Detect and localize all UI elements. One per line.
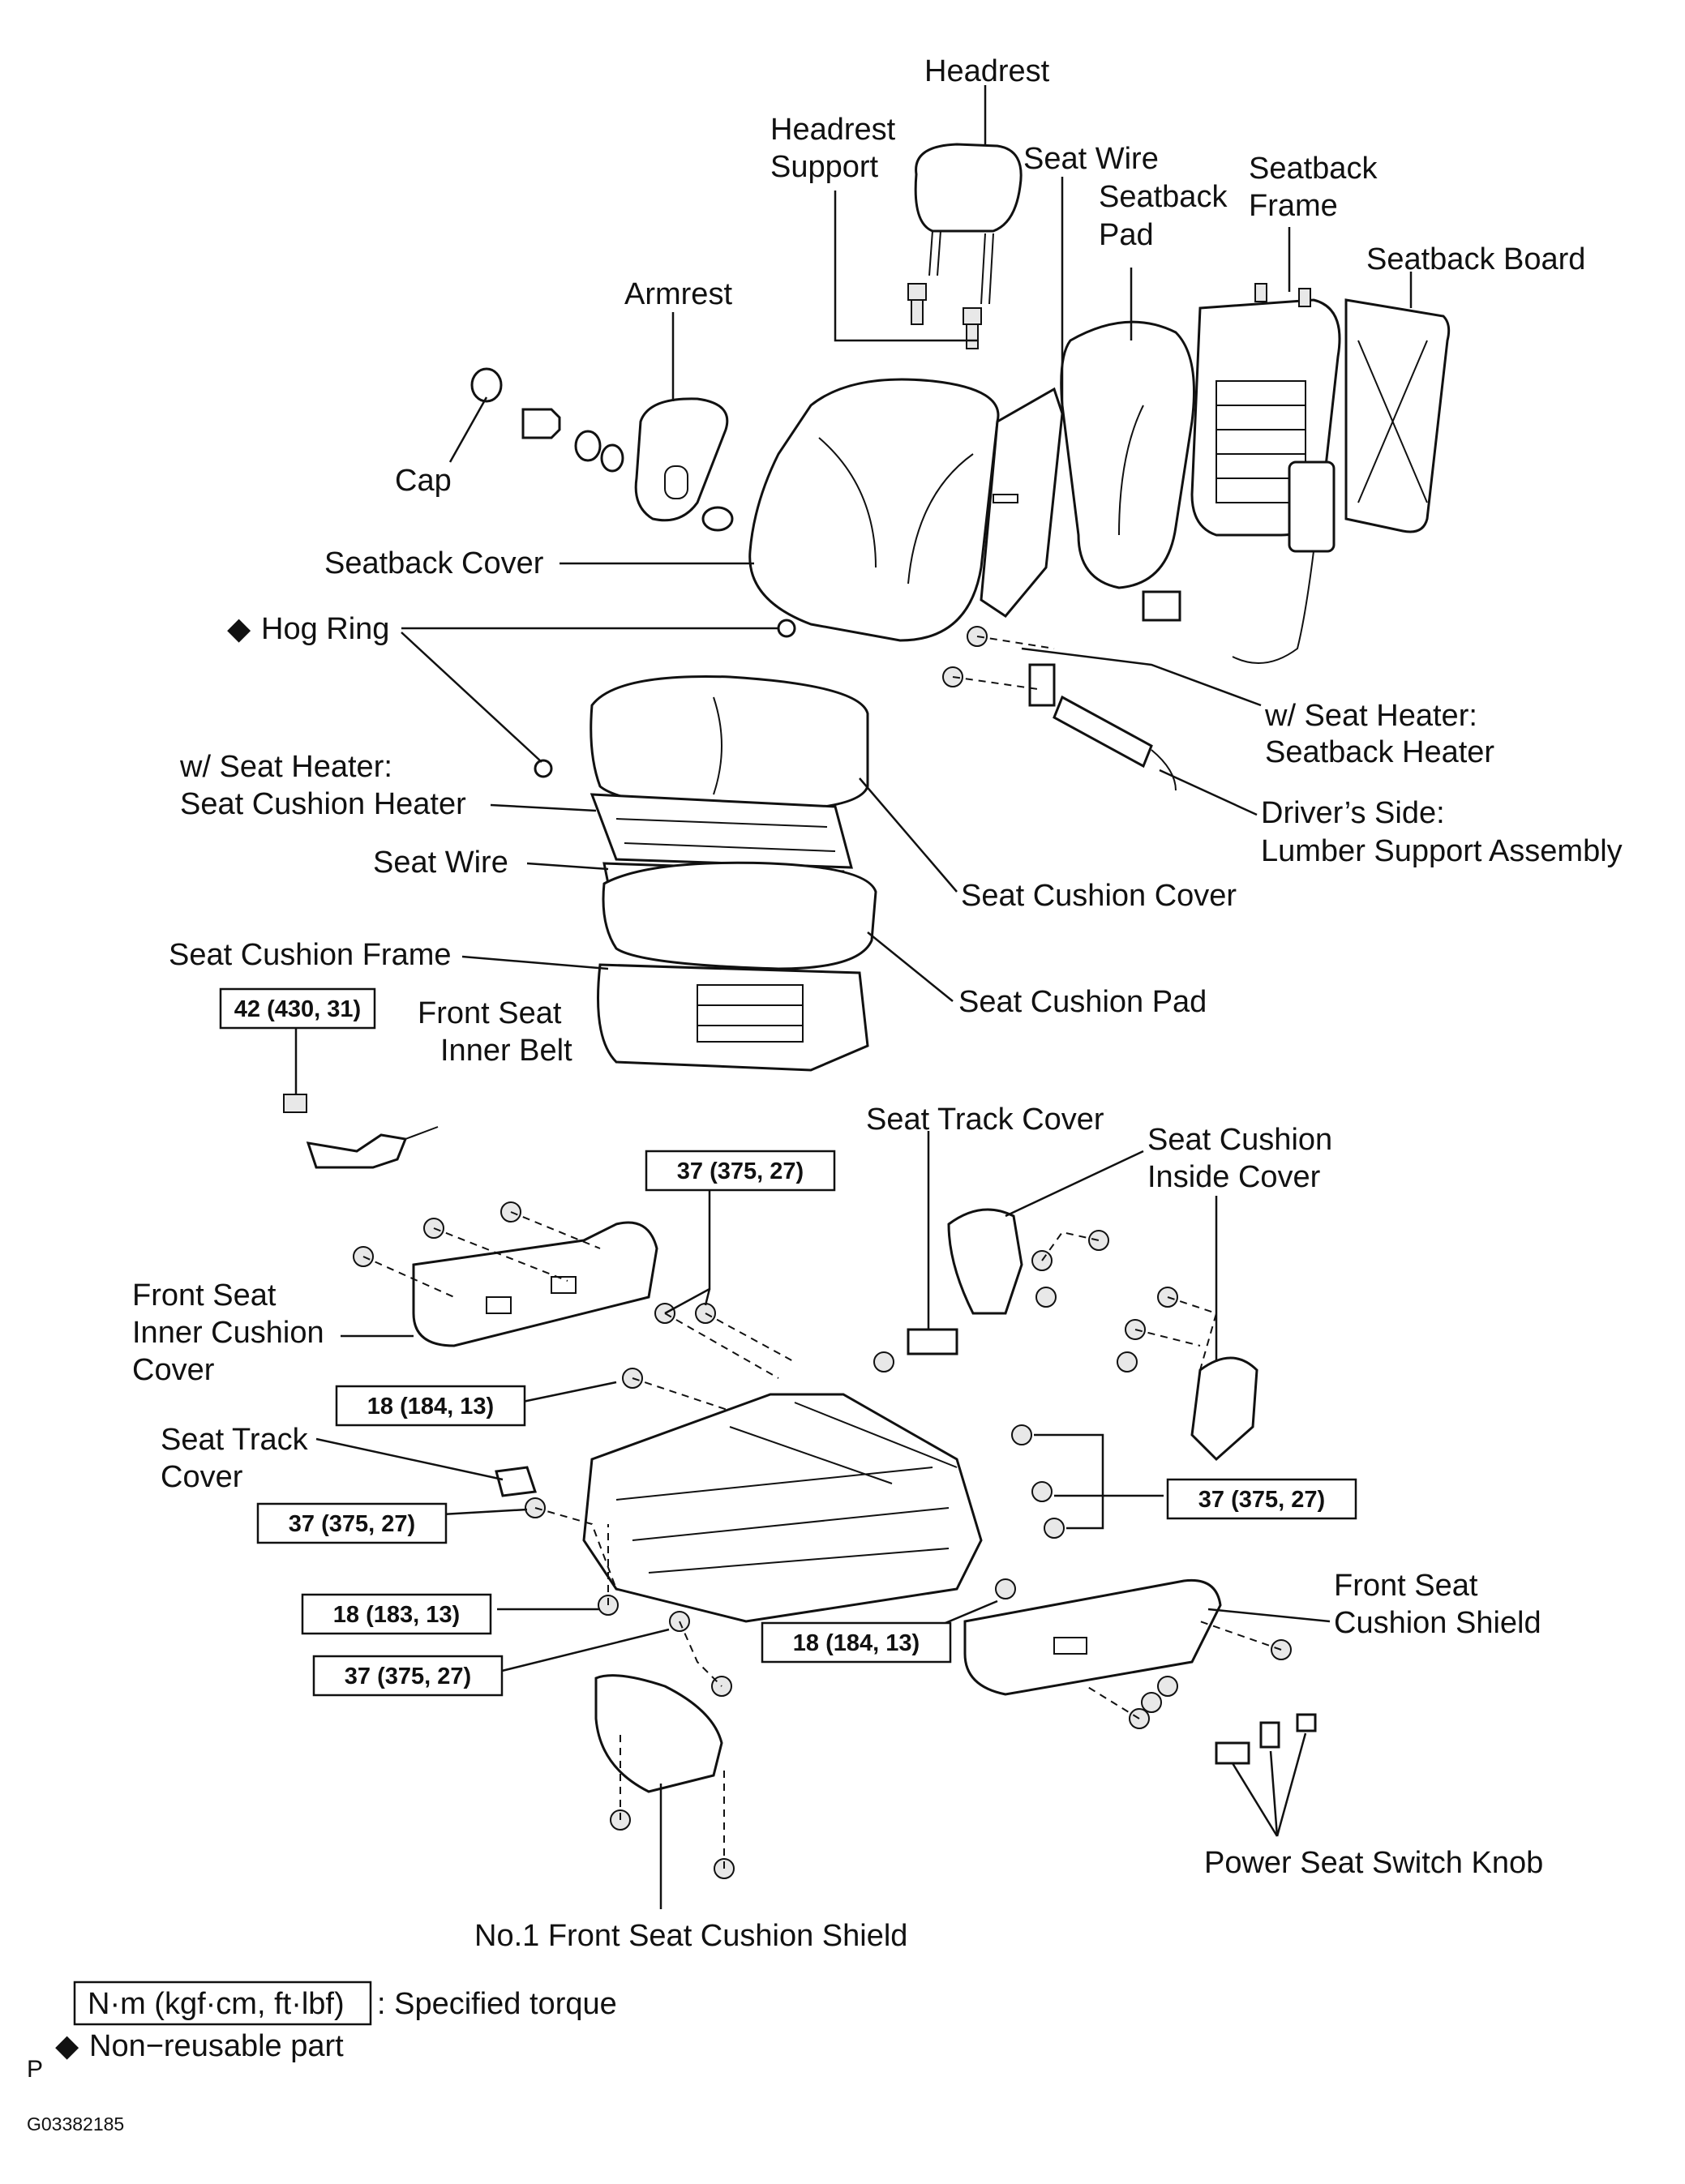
label-seat-cushion-frame: Seat Cushion Frame [169,938,452,972]
label-lumber-2: Lumber Support Assembly [1261,834,1623,868]
inner-cushion-cover-part [412,1221,658,1347]
label-no1-shield: No.1 Front Seat Cushion Shield [474,1919,907,1953]
no1-cushion-shield-part [594,1674,723,1793]
part-labels: Headrest Headrest Support Seat Wire Seat… [132,54,1623,1953]
front-seat-cushion-shield-part [963,1578,1222,1696]
torque-18-184-b: 18 (184, 13) [793,1630,920,1656]
cap-part [470,367,734,532]
label-cushion-shield-1: Front Seat [1334,1569,1478,1603]
label-lumber-1: Driver’s Side: [1261,796,1445,830]
label-track-cover-top: Seat Track Cover [866,1103,1104,1137]
hog-ring-part [534,619,796,778]
label-inner-cushion-cover-1: Front Seat [132,1278,277,1313]
label-track-cover-left-2: Cover [161,1460,243,1494]
legend-unit-box: N·m (kgf·cm, ft·lbf) [88,1987,345,2021]
footer-p-mark: P [27,2056,43,2083]
power-seat-switch-knob-part [1215,1713,1317,1765]
seat-cushion-frame-part [597,963,869,1072]
seat-cushion-inside-cover-part [947,1208,1258,1462]
label-seatback-pad-2: Pad [1099,218,1154,252]
label-inside-cover-2: Inside Cover [1147,1160,1321,1194]
lumbar-support-part [1028,663,1177,791]
seatback-cover-part [748,378,1000,642]
seat-wire-back-part [980,387,1064,618]
seat-cushion-heater-part [590,793,853,869]
legend-unit-desc: : Specified torque [377,1987,617,2021]
legend: N·m (kgf·cm, ft·lbf) : Specified torque … [55,1981,617,2063]
label-hog-ring-symbol: ◆ [227,612,251,646]
label-cushion-heater-2: Seat Cushion Heater [180,787,466,821]
seat-track-assembly-part [582,1393,983,1623]
label-cap: Cap [395,464,452,498]
headrest-part [914,143,1023,305]
label-cushion-heater-1: w/ Seat Heater: [179,750,392,784]
torque-37-bottom: 37 (375, 27) [345,1664,471,1689]
label-seatback-frame-2: Frame [1249,189,1338,223]
footer: P G03382185 [27,2056,124,2135]
torque-18-183: 18 (183, 13) [333,1602,460,1628]
label-inner-belt-2: Inner Belt [440,1034,572,1068]
torque-18-184-a: 18 (184, 13) [367,1394,494,1420]
seatback-heater-part [1142,460,1336,664]
torque-37-left: 37 (375, 27) [289,1511,415,1537]
figure-code: G03382185 [27,2113,124,2135]
label-headrest-support-2: Support [770,150,879,184]
label-switch-knob: Power Seat Switch Knob [1204,1846,1543,1880]
front-seat-inner-belt-part [283,1094,439,1169]
label-seatback-heater-2: Seatback Heater [1265,735,1494,769]
leader-lines [294,85,1413,1909]
label-seatback-frame-1: Seatback [1249,152,1378,186]
label-headrest-support-1: Headrest [770,113,896,147]
assembly-lines [362,636,1282,1869]
bolts [353,626,1292,1879]
label-seatback-pad-1: Seatback [1099,180,1228,214]
label-seat-wire-top: Seat Wire [1023,142,1159,176]
label-seat-wire: Seat Wire [373,846,508,880]
label-cushion-shield-2: Cushion Shield [1334,1606,1541,1640]
seat-cushion-cover-part [590,674,869,812]
torque-boxes: 42 (430, 31) 37 (375, 27) 18 (184, 13) 3… [219,987,1357,1697]
legend-nonreusable: Non−reusable part [89,2029,344,2063]
seatback-pad-part [1060,320,1195,589]
track-cover-left-part [495,1466,538,1497]
seat-cushion-pad-part [602,861,877,970]
label-seatback-board: Seatback Board [1366,242,1585,276]
label-inner-belt-1: Front Seat [418,996,562,1030]
label-armrest: Armrest [624,277,732,311]
torque-42: 42 (430, 31) [234,996,361,1022]
label-inner-cushion-cover-2: Inner Cushion [132,1316,324,1350]
label-inner-cushion-cover-3: Cover [132,1353,215,1387]
armrest-part [634,397,729,522]
label-seat-cushion-pad: Seat Cushion Pad [958,985,1207,1019]
label-track-cover-left-1: Seat Track [161,1423,309,1457]
seatback-board-part [1344,298,1451,533]
headrest-support-part [907,283,982,349]
torque-37-top: 37 (375, 27) [677,1158,804,1184]
label-seatback-cover: Seatback Cover [324,546,544,580]
legend-symbol: ◆ [55,2029,79,2063]
label-seat-cushion-cover: Seat Cushion Cover [961,879,1237,913]
label-hog-ring: Hog Ring [261,612,389,646]
label-headrest: Headrest [924,54,1050,88]
track-cover-top-part [907,1328,958,1355]
label-seatback-heater-1: w/ Seat Heater: [1264,699,1477,733]
label-inside-cover-1: Seat Cushion [1147,1123,1332,1157]
torque-37-right: 37 (375, 27) [1198,1487,1325,1513]
